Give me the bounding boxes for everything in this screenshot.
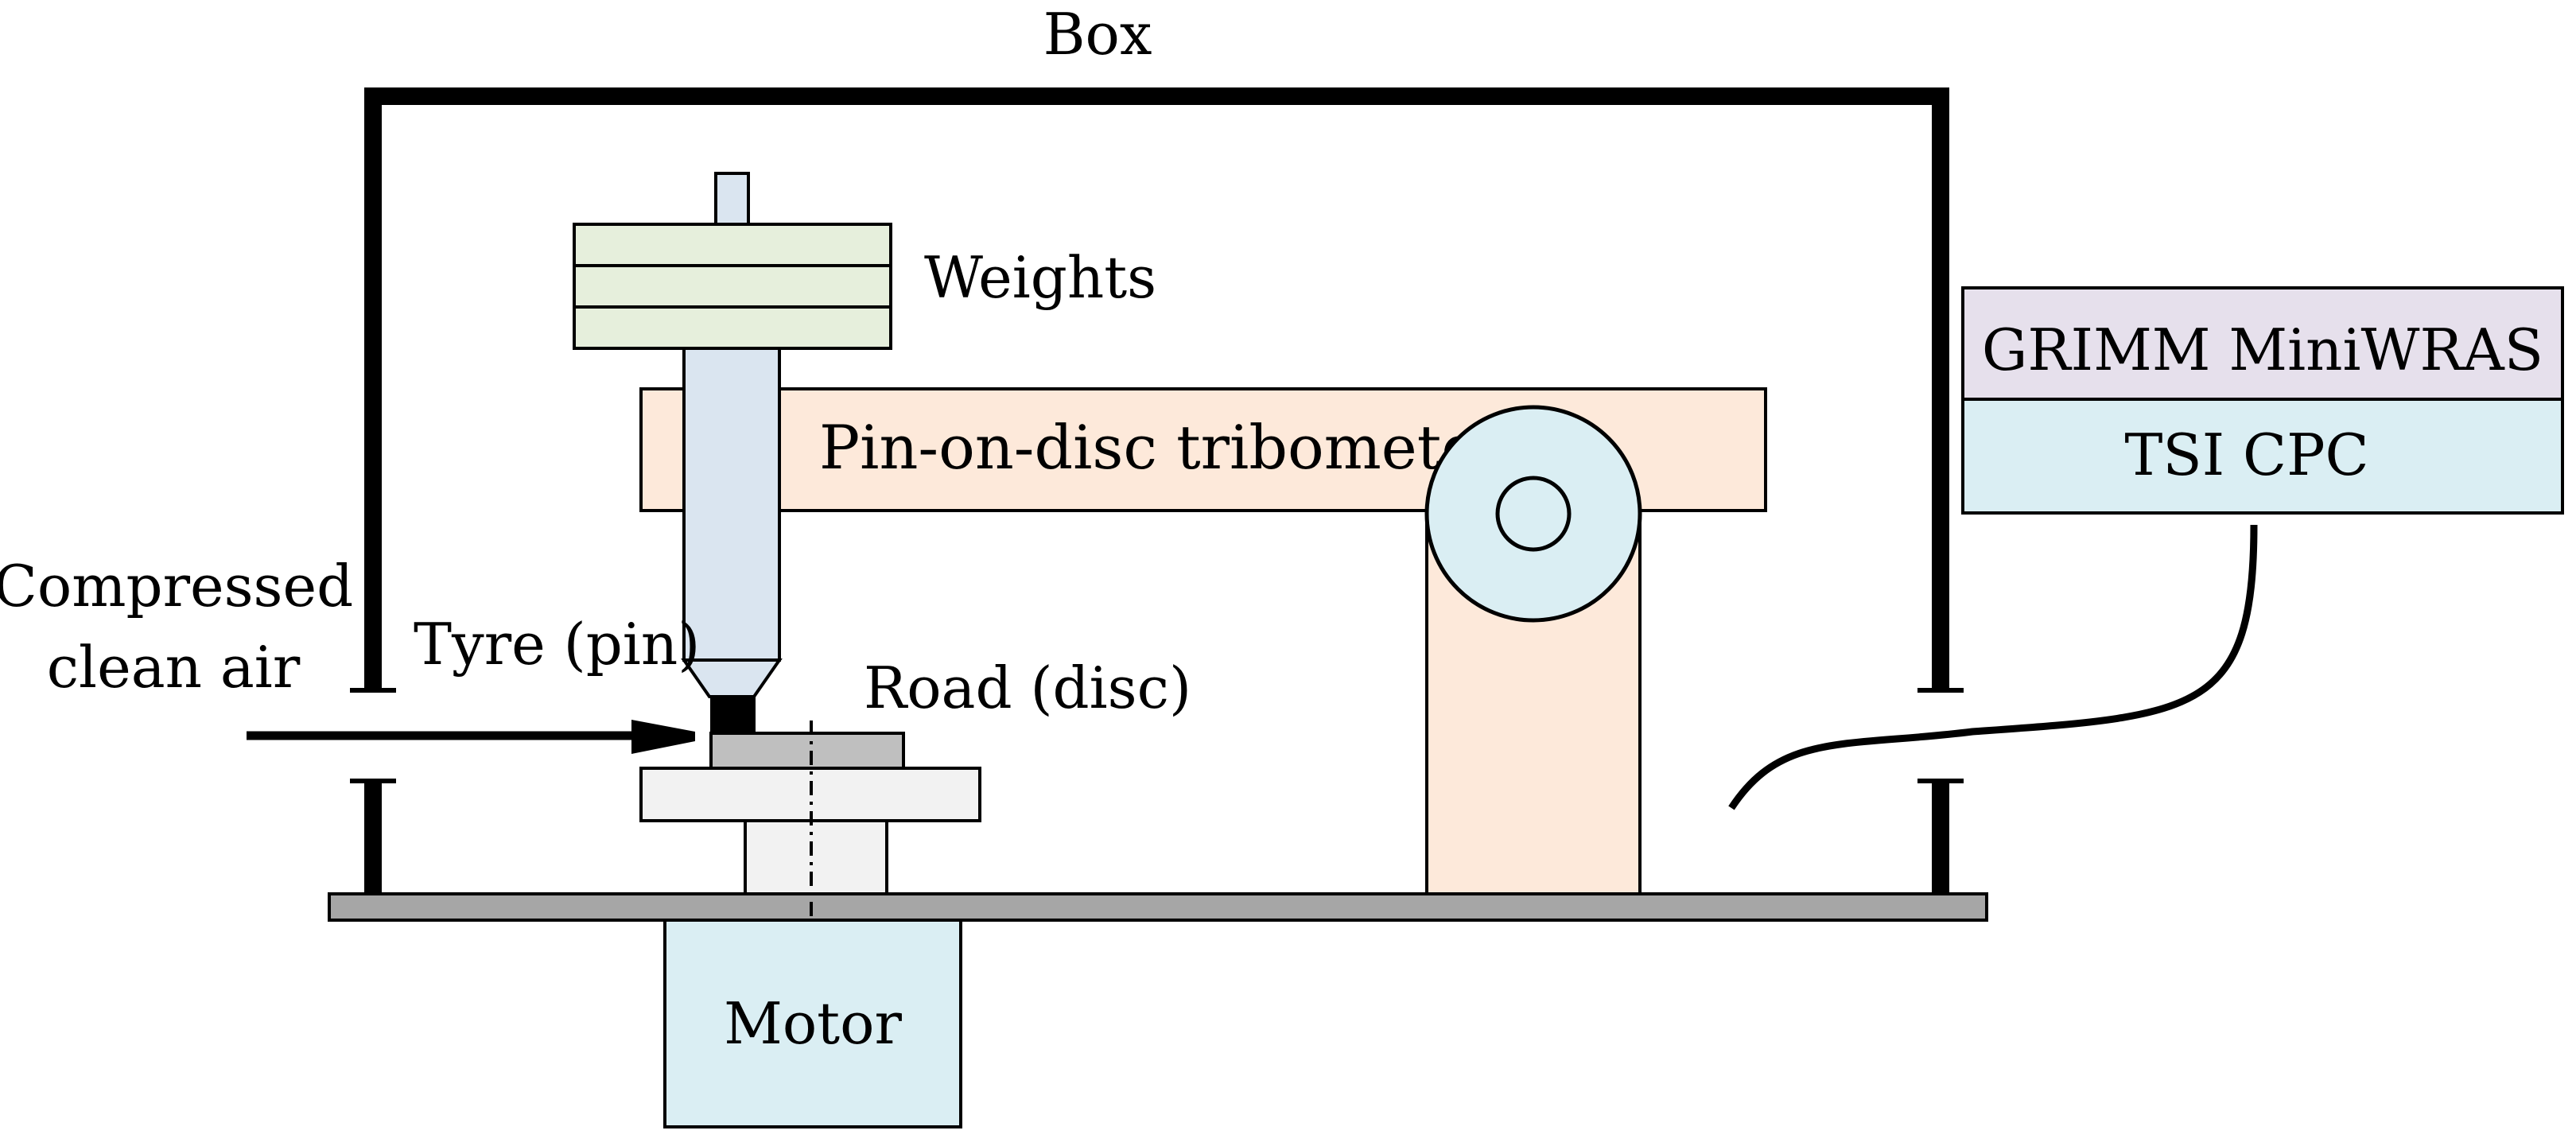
compressed-air-label-line1: Compressed (0, 553, 353, 620)
tribometer-label: Pin-on-disc tribometer (819, 412, 1506, 483)
sampling-line (1728, 524, 2258, 810)
grimm-miniwras-box (1961, 286, 2564, 401)
tsi-cpc-box (1961, 398, 2564, 515)
enclosure-box (364, 87, 1949, 894)
weights-label: Weights (924, 244, 1156, 311)
tsi-cpc-label: TSI CPC (2124, 421, 2368, 488)
weight-plate-2 (573, 264, 892, 309)
tyre-pin (710, 697, 756, 735)
pivot-hub (1495, 476, 1572, 552)
weights-rod (714, 172, 750, 226)
road-label: Road (disc) (864, 655, 1191, 721)
base-plate (328, 892, 1988, 922)
motor-label: Motor (724, 990, 902, 1057)
weights-stack (573, 223, 892, 350)
motor-box (663, 919, 962, 1128)
box-label: Box (1043, 1, 1152, 68)
box-port-caps (350, 688, 1964, 783)
air-nozzle (631, 720, 695, 754)
disc-spindle-housing (744, 819, 888, 895)
weight-plate-1 (573, 223, 892, 267)
road-disc (709, 732, 905, 770)
weight-plate-3 (573, 305, 892, 350)
compressed-air-label-line2: clean air (47, 634, 301, 701)
grimm-miniwras-label: GRIMM MiniWRAS (1982, 317, 2543, 383)
box-outline (364, 87, 1949, 690)
tyre-label: Tyre (pin) (414, 611, 700, 678)
